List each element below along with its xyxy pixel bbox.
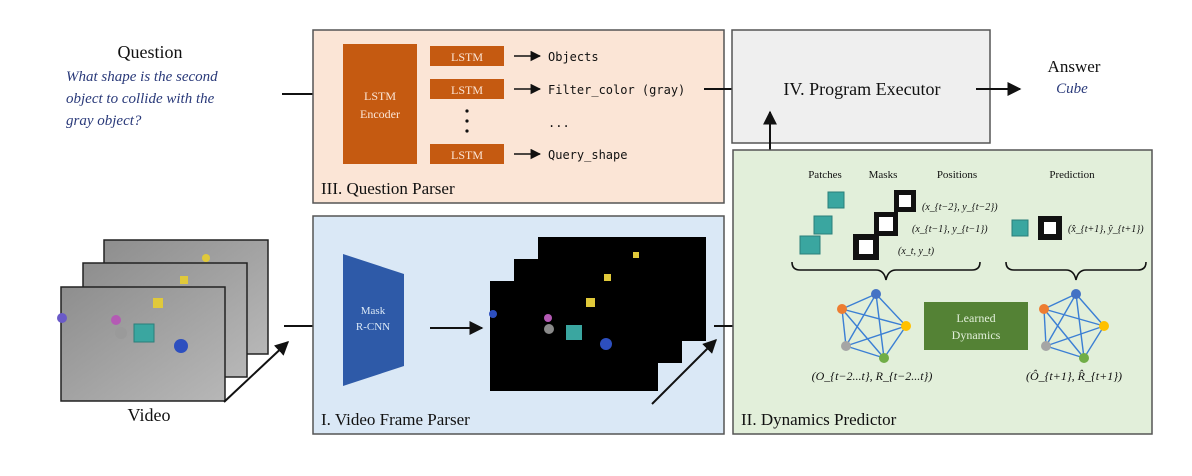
prediction-patch: [1011, 219, 1029, 237]
mask-2-shape: [879, 217, 893, 231]
program-token-filter-color: Filter_color (gray): [548, 83, 685, 97]
video-frame-parser-title: I. Video Frame Parser: [321, 410, 470, 429]
video-diagonal-arrow: [223, 341, 290, 403]
lstm-cell-2: [430, 79, 504, 99]
lstm-encoder-label-line2: Encoder: [360, 107, 400, 121]
video-object-yellow-cube: [153, 298, 163, 308]
answer-block: Answer Cube: [1048, 57, 1101, 97]
output-graph-edges: [1043, 293, 1105, 359]
seg-object-edge: [489, 310, 497, 318]
video-object-gray-sphere: [115, 327, 127, 339]
dynamics-predictor-title: II. Dynamics Predictor: [741, 410, 897, 429]
learned-dynamics-line1: Learned: [956, 311, 995, 325]
mask-rcnn-label-line1: Mask: [361, 305, 386, 317]
output-node-gray: [1041, 341, 1051, 351]
prediction-mask-shape: [1044, 222, 1056, 234]
seg-object-gray: [544, 324, 554, 334]
lstm-cell-1: [430, 46, 504, 66]
lstm-ellipsis-dots: [465, 109, 469, 133]
mask-3-shape: [859, 240, 873, 254]
question-text-line3: gray object?: [66, 113, 142, 129]
dynamics-predictor-box: [732, 149, 1153, 435]
program-token-objects: Objects: [548, 50, 599, 64]
column-label-patches: Patches: [808, 169, 842, 181]
lstm-cell-3: [430, 144, 504, 164]
video-object-teal-cube: [133, 323, 155, 343]
lstm-cell-2-label: LSTM: [451, 83, 483, 97]
position-t: (x_t, y_t): [898, 246, 935, 257]
output-graph-label: (Ô_{t+1}, R̂_{t+1}): [1026, 369, 1122, 383]
output-node-blue: [1071, 289, 1081, 299]
output-node-green: [1079, 353, 1089, 363]
position-t-minus-1: (x_{t−1}, y_{t−1}): [912, 224, 988, 235]
patch-cubes: [799, 191, 845, 255]
lstm-encoder-box: [343, 44, 417, 164]
video-frame-front: [60, 286, 226, 402]
dynamics-predictor-panel: Patches Masks Positions Prediction (x_{t…: [732, 149, 1153, 435]
column-label-positions: Positions: [937, 169, 977, 181]
seg-object-mid: [604, 274, 611, 281]
mask-rcnn-trapezoid: [343, 254, 404, 386]
answer-value: Cube: [1056, 81, 1088, 97]
input-node-blue: [871, 289, 881, 299]
mask-rcnn-label-line2: R-CNN: [356, 321, 390, 333]
video-frames-stack: [57, 239, 269, 402]
video-frame-parser-panel: Mask R-CNN I. Video Frame Parser: [312, 215, 725, 435]
mask-1-shape: [899, 195, 911, 207]
prediction-position: (x̂_{t+1}, ŷ_{t+1}): [1068, 224, 1144, 235]
column-label-masks: Masks: [869, 169, 898, 181]
patch-cube-1: [827, 191, 845, 209]
answer-heading: Answer: [1048, 57, 1101, 76]
patch-cube-2: [813, 215, 833, 235]
question-parser-title: III. Question Parser: [321, 179, 455, 198]
input-graph-label: (O_{t−2...t}, R_{t−2...t}): [812, 369, 933, 383]
question-text-line2: object to collide with the: [66, 91, 215, 107]
prediction-brace: [1005, 261, 1147, 281]
learned-dynamics-line2: Dynamics: [952, 328, 1001, 342]
question-block: Question What shape is the second object…: [66, 42, 218, 129]
output-node-orange: [1039, 304, 1049, 314]
question-parser-panel: LSTM Encoder LSTM LSTM LSTM Objects Filt…: [312, 29, 725, 204]
program-token-ellipsis: ...: [548, 116, 570, 130]
input-brace: [791, 261, 981, 281]
patch-cube-3: [799, 235, 821, 255]
output-node-yellow: [1099, 321, 1109, 331]
output-interaction-graph: [1039, 289, 1109, 363]
seg-object-blue: [600, 338, 612, 350]
video-object-edge: [57, 313, 67, 323]
input-node-yellow: [901, 321, 911, 331]
input-node-orange: [837, 304, 847, 314]
program-executor-title: IV. Program Executor: [783, 79, 940, 99]
question-text-line1: What shape is the second: [66, 69, 218, 85]
lstm-cell-1-label: LSTM: [451, 50, 483, 64]
video-object-purple-sphere: [111, 315, 121, 325]
column-label-prediction: Prediction: [1049, 169, 1095, 181]
video-label: Video: [128, 405, 171, 425]
program-token-query-shape: Query_shape: [548, 148, 627, 162]
learned-dynamics-box: [924, 302, 1028, 350]
seg-object-purple: [544, 314, 552, 322]
input-graph-edges: [841, 293, 907, 359]
lstm-cell-3-label: LSTM: [451, 148, 483, 162]
question-heading: Question: [118, 42, 183, 62]
video-object-yellow-back: [202, 254, 210, 262]
seg-object-back: [633, 252, 639, 258]
position-t-minus-2: (x_{t−2}, y_{t−2}): [922, 202, 998, 213]
video-object-blue-cylinder: [174, 339, 188, 353]
seg-object-teal: [566, 325, 582, 340]
input-node-green: [879, 353, 889, 363]
mask-stack: [853, 190, 916, 260]
seg-object-yellow: [586, 298, 595, 307]
video-object-yellow-mid: [180, 276, 188, 284]
input-interaction-graph: [837, 289, 911, 363]
lstm-encoder-label-line1: LSTM: [364, 89, 396, 103]
input-node-gray: [841, 341, 851, 351]
segmentation-diagonal-arrow: [651, 339, 717, 405]
